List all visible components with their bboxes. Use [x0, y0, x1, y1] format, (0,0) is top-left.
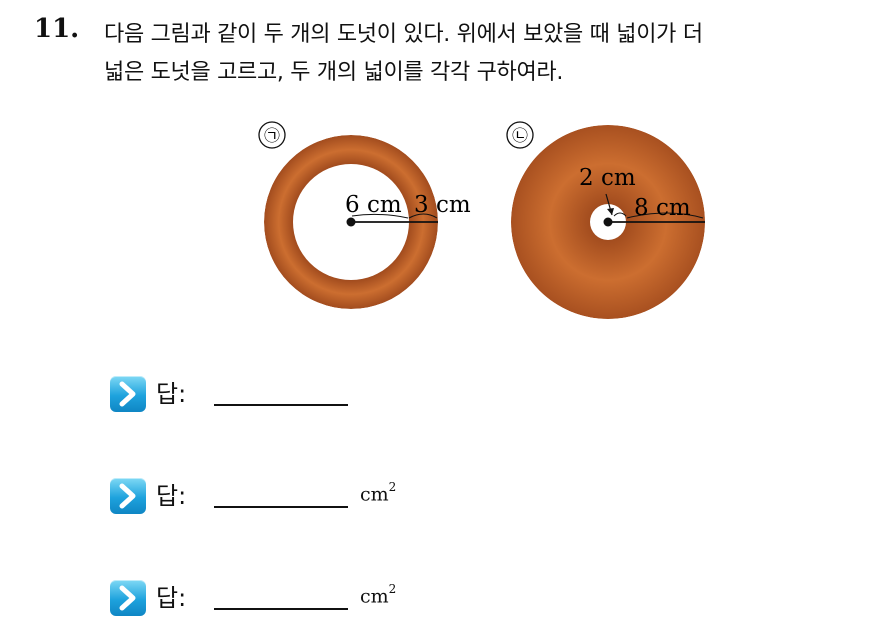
chevron-right-icon [110, 376, 146, 412]
question-text: 다음 그림과 같이 두 개의 도넛이 있다. 위에서 보았을 때 넓이가 더 넓… [104, 16, 874, 92]
answer-unit: cm2 [360, 480, 397, 506]
answer-label: 답: [156, 380, 187, 408]
donut-a-center-dot [346, 217, 356, 227]
answer-row-2: 답: cm2 [110, 476, 510, 516]
donut-a-inner-label: 6 cm [345, 192, 402, 218]
answer-label: 답: [156, 482, 187, 510]
answer-blank[interactable] [214, 506, 348, 508]
donut-b: ㉡ 2 cm 8 cm [506, 121, 705, 319]
donut-a-width-brace [408, 213, 438, 219]
donut-a-label: ㉠ [264, 126, 280, 145]
question-line-1: 다음 그림과 같이 두 개의 도넛이 있다. 위에서 보았을 때 넓이가 더 [104, 22, 703, 47]
answer-unit-base: cm [360, 585, 389, 608]
donut-a-inner-brace [351, 213, 409, 219]
chevron-right-icon [110, 580, 146, 616]
donut-b-width-brace [626, 212, 704, 219]
donut-b-inner-label: 2 cm [579, 165, 636, 191]
donut-figure: ㉠ 6 cm 3 cm ㉡ 2 cm 8 cm [258, 121, 705, 319]
answer-unit-exponent: 2 [388, 480, 397, 494]
donut-b-center-dot [603, 217, 613, 227]
donut-b-width-label: 8 cm [634, 195, 691, 221]
answer-unit-base: cm [360, 483, 389, 506]
answer-blank[interactable] [214, 404, 348, 406]
answer-blank[interactable] [214, 608, 348, 610]
donut-a-label-circle [258, 121, 286, 149]
answer-row-3: 답: cm2 [110, 578, 510, 618]
question-number: 11. [34, 14, 80, 44]
answer-unit-exponent: 2 [388, 582, 397, 596]
answer-label: 답: [156, 584, 187, 612]
donut-b-label: ㉡ [512, 126, 528, 145]
donut-b-inner-brace [613, 212, 627, 217]
answer-row-1: 답: [110, 374, 510, 414]
donut-b-label-circle [506, 121, 534, 149]
chevron-right-icon [110, 478, 146, 514]
question-line-2: 넓은 도넛을 고르고, 두 개의 넓이를 각각 구하여라. [104, 60, 564, 85]
donut-b-inner-arrowhead [607, 208, 614, 215]
donut-a: ㉠ 6 cm 3 cm [258, 121, 471, 309]
donut-a-width-label: 3 cm [414, 192, 471, 218]
answer-unit: cm2 [360, 582, 397, 608]
